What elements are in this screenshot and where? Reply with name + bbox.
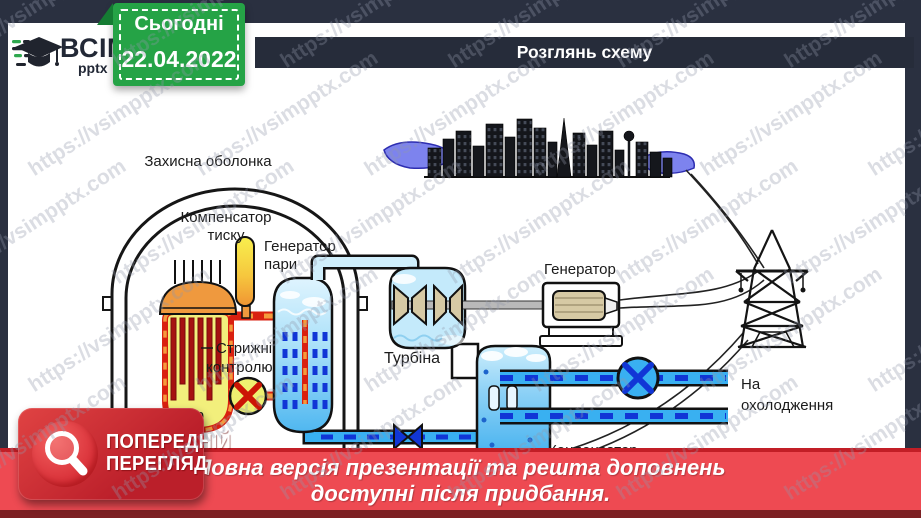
label-containment: Захисна оболонка [144,153,272,170]
brand-sub: pptx [78,60,108,76]
label-cooling-2: охолодження [741,397,833,414]
label-turbine: Турбіна [384,350,440,367]
control-rods [170,317,222,401]
label-control-rods-1: Стрижні [216,340,272,357]
label-control-rods-2: контролю [206,359,273,376]
feedwater-valve [393,422,423,452]
label-cooling-1: На [741,376,761,393]
observation-tower [623,130,635,142]
magnifier-circle [32,421,98,487]
transmission-tower [735,229,809,349]
buildings [427,117,673,178]
electric-generator [539,281,623,347]
badge-dashed-border [119,9,239,80]
preview-badge-text: ПОПЕРЕДНІЙ ПЕРЕГЛЯД [106,431,232,475]
purchase-banner-line1: Повна версія презентації та решта доповн… [195,455,726,480]
label-compensator-2: тиску [208,227,245,244]
label-generator: Генератор [544,261,616,278]
reactor-dome [158,280,238,315]
preview-badge-line2: ПЕРЕГЛЯД [106,453,208,475]
spire [556,117,572,178]
exhaust-duct [450,342,480,380]
date-badge-caption: Сьогодні [134,13,224,35]
cooling-loop [500,356,728,425]
steam-generator [272,276,334,434]
date-badge-date: 22.04.2022 [121,46,237,72]
magnifier-icon [45,431,88,476]
preview-badge: ПОПЕРЕДНІЙ ПЕРЕГЛЯД [18,408,231,500]
preview-badge-line1: ПОПЕРЕДНІЙ [106,431,232,453]
condenser [475,344,552,459]
date-badge: Сьогодні 22.04.2022 [97,3,245,86]
slide-title-bar: Розглянь схему [255,37,914,68]
purchase-banner-line2: доступні після придбання. [310,481,611,506]
turbine [388,266,556,350]
label-compensator-1: Компенсатор [180,209,271,226]
water-left [383,141,453,170]
control-rod-drives [174,260,221,284]
label-steam-generator-1: Генератор [264,238,336,255]
slide-title: Розглянь схему [516,42,653,62]
brand-logo: ВСІМ pptx [12,33,129,81]
label-steam-generator-2: пари [264,256,297,273]
bottom-strip [0,510,921,518]
reactor [158,260,238,434]
graduation-cap-icon [12,37,63,67]
sg-tubes [282,332,328,415]
turbine-blades [393,283,463,327]
city-skyline [383,117,696,178]
pressure-compensator [235,236,255,319]
primary-pump [228,376,268,416]
